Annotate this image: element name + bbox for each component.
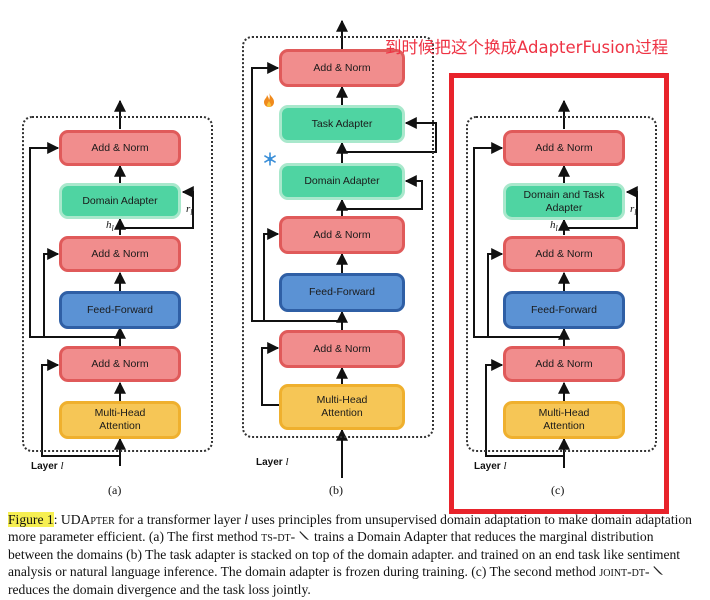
- caption-var-l: l: [244, 512, 249, 527]
- add-norm-top-c: Add & Norm: [503, 130, 625, 166]
- annotation-text: 到时候把这个换成AdapterFusion过程: [385, 38, 669, 57]
- attention-line2-c: Attention: [543, 420, 585, 432]
- domain-task-adapter-c: Domain and Task Adapter: [503, 183, 625, 220]
- pen-icon-2: [653, 563, 665, 580]
- add-norm-bottom-c: Add & Norm: [503, 346, 625, 382]
- add-norm-mid-c: Add & Norm: [503, 236, 625, 272]
- layer-frame-b: [242, 36, 434, 438]
- attention-line1-c: Multi-Head: [538, 407, 590, 419]
- add-norm-mid-a: Add & Norm: [59, 236, 181, 272]
- attention-line2-a: Attention: [99, 420, 141, 432]
- attention-line1-b: Multi-Head: [316, 394, 368, 406]
- feed-forward-b: Feed-Forward: [279, 273, 405, 312]
- sublabel-a: (a): [108, 483, 122, 497]
- sublabel-b: (b): [329, 483, 343, 497]
- adapter-line1-c: Domain and Task: [523, 188, 605, 201]
- adapter-line2-c: Adapter: [545, 201, 583, 214]
- residual-b-inner: [263, 228, 342, 322]
- layer-label-b: Layer l: [256, 456, 289, 468]
- feed-forward-c: Feed-Forward: [503, 291, 625, 329]
- multi-head-attention-a: Multi-Head Attention: [59, 401, 181, 439]
- h-label-c: hl: [550, 219, 558, 234]
- figure-label: Figure 1: [8, 512, 54, 527]
- caption-part4: reduces the domain divergence and the ta…: [8, 581, 311, 597]
- multi-head-attention-b: Multi-Head Attention: [279, 384, 405, 430]
- pen-icon: [299, 528, 311, 545]
- residual-c-inner: [487, 248, 564, 338]
- feed-forward-a: Feed-Forward: [59, 291, 181, 329]
- residual-a-inner: [43, 248, 120, 338]
- add-norm-bottom-a: Add & Norm: [59, 346, 181, 382]
- add-norm-top-a: Add & Norm: [59, 130, 181, 166]
- add-norm-mid-b: Add & Norm: [279, 216, 405, 254]
- layer-frame-c: [466, 116, 657, 452]
- residual-a-attention: [41, 359, 120, 457]
- task-adapter-b: Task Adapter: [279, 105, 405, 143]
- layer-label-a: Layer l: [31, 460, 64, 472]
- figure-caption: Figure 1: UDApter for a transformer laye…: [8, 511, 702, 598]
- caption-part2: uses principles from unsupervised domain…: [8, 512, 692, 545]
- sublabel-c: (c): [551, 483, 565, 497]
- r-label-c: rl: [630, 203, 637, 218]
- caption-part3: trains a Domain Adapter that reduces the…: [8, 529, 681, 580]
- multi-head-attention-c: Multi-Head Attention: [503, 401, 625, 439]
- h-label-a: hl: [106, 219, 114, 234]
- method1-name: ts-dt-: [261, 529, 296, 545]
- highlight-box: [449, 73, 669, 514]
- residual-a-adapter: [120, 186, 194, 229]
- method2-name: joint-dt-: [599, 564, 650, 580]
- residual-b-domain: [342, 175, 423, 210]
- add-norm-bottom-b: Add & Norm: [279, 330, 405, 368]
- snowflake-icon: [263, 152, 277, 168]
- method-name: UDApter: [60, 512, 115, 527]
- fire-icon: [262, 92, 276, 110]
- residual-b-task: [342, 117, 437, 153]
- layer-frame-a: [22, 116, 213, 452]
- add-norm-top-b: Add & Norm: [279, 49, 405, 87]
- residual-c-attention: [485, 359, 564, 457]
- domain-adapter-b: Domain Adapter: [279, 163, 405, 200]
- layer-label-c: Layer l: [474, 460, 507, 472]
- caption-colon: :: [53, 512, 58, 527]
- r-label-a: rl: [186, 203, 193, 218]
- domain-adapter-a: Domain Adapter: [59, 183, 181, 219]
- attention-line2-b: Attention: [321, 407, 363, 419]
- residual-c-adapter: [564, 186, 638, 229]
- caption-part1: for a transformer layer: [114, 512, 245, 527]
- attention-line1-a: Multi-Head: [94, 407, 146, 419]
